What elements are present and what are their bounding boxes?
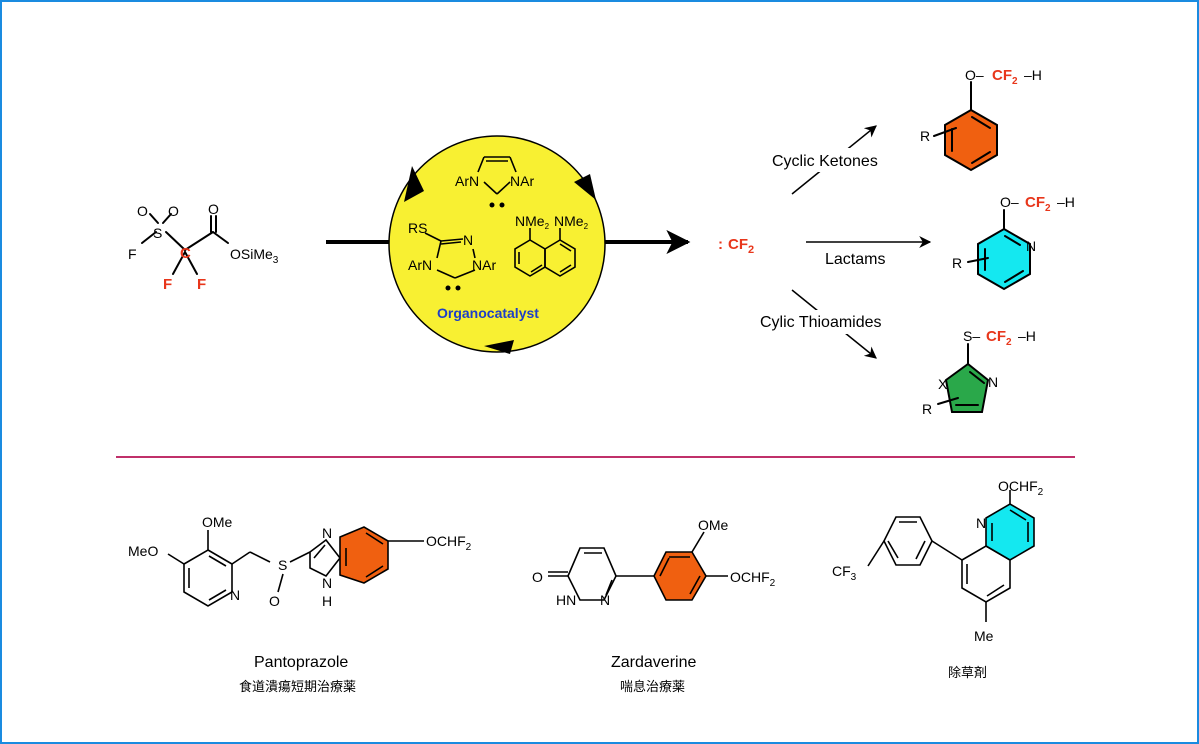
- route-label-lactams: Lactams: [825, 251, 885, 268]
- reagent-O2: O: [168, 203, 179, 219]
- svg-text:–H: –H: [1057, 194, 1075, 210]
- catalyst-label: Organocatalyst: [437, 305, 539, 321]
- reagent-F1: F: [163, 276, 172, 293]
- svg-text:Me: Me: [974, 628, 994, 644]
- imidazole-NAr: NAr: [510, 173, 534, 189]
- svg-text:R: R: [922, 401, 932, 417]
- nhc-imidazole: ArN NAr: [455, 156, 534, 208]
- reagent-OSiMe3: OSiMe3: [230, 246, 279, 266]
- reagent-O1: O: [137, 203, 148, 219]
- svg-text:N: N: [976, 515, 986, 531]
- drug-use-zardaverine: 喘息治療薬: [620, 679, 685, 695]
- svg-text:CF2: CF2: [992, 67, 1018, 87]
- product-aryl-difluoromethyl-ether: O– CF2 –H R: [920, 67, 1042, 172]
- svg-text:OMe: OMe: [202, 514, 233, 530]
- svg-text:R: R: [952, 255, 962, 271]
- difluorocarbene: : CF2: [718, 236, 754, 256]
- reagent-C: C: [180, 245, 191, 262]
- imidazole-ArN: ArN: [455, 173, 479, 189]
- cycle-arrowhead-bottom: [484, 340, 514, 354]
- carbene-CF2: CF2: [728, 236, 754, 256]
- svg-text:N: N: [988, 374, 998, 390]
- route-label-ketones: Cyclic Ketones: [772, 153, 878, 170]
- route-label-thioamides: Cylic Thioamides: [760, 314, 882, 331]
- triazole-N: N: [463, 232, 473, 248]
- cycle-arrowhead-right: [574, 174, 596, 200]
- reagent-structure: F S O O C F F O OSiMe3: [128, 201, 279, 293]
- naphthalene-diamine: NMe2 NMe2: [514, 213, 589, 277]
- svg-text:N: N: [1026, 238, 1036, 254]
- svg-text:OCHF2: OCHF2: [426, 533, 472, 553]
- svg-text:H: H: [322, 593, 332, 609]
- svg-text:N: N: [322, 575, 332, 591]
- svg-text:CF2: CF2: [986, 328, 1012, 348]
- product-azolyl-difluoromethyl-thioether: S– CF2 –H N X R: [922, 328, 1036, 417]
- svg-text:MeO: MeO: [128, 543, 158, 559]
- svg-text:–H: –H: [1024, 67, 1042, 83]
- catalyst-circle: [388, 135, 606, 353]
- svg-text:O–: O–: [1000, 194, 1019, 210]
- carbene-colon: :: [718, 236, 723, 253]
- svg-text:O: O: [532, 569, 543, 585]
- svg-text:R: R: [920, 128, 930, 144]
- catalyst-cycle: ArN NAr RS N ArN NAr: [388, 135, 606, 354]
- svg-text:X: X: [938, 376, 948, 392]
- svg-text:HN: HN: [556, 592, 576, 608]
- svg-text:CF3: CF3: [832, 563, 857, 583]
- product-pyridyl-difluoromethyl-ether: O– CF2 –H N R: [952, 194, 1075, 291]
- svg-text:S: S: [278, 557, 287, 573]
- cycle-arrowhead-left: [404, 166, 424, 202]
- drug-use-herbicide: 除草剤: [948, 665, 987, 681]
- triazole-NAr: NAr: [472, 257, 496, 273]
- svg-text:N: N: [322, 525, 332, 541]
- drug-zardaverine-structure: O HN N OMe OCHF2: [532, 517, 776, 608]
- svg-text:O: O: [269, 593, 280, 609]
- svg-text:OMe: OMe: [698, 517, 729, 533]
- reagent-F: F: [128, 246, 137, 262]
- reagent-F2: F: [197, 276, 206, 293]
- drug-pantoprazole-structure: MeO OMe N S O N N H OCHF2: [128, 514, 472, 609]
- naph-NMe2-b: NMe2: [554, 213, 589, 231]
- triazole-ArN: ArN: [408, 257, 432, 273]
- nhc-triazole: RS N ArN NAr: [408, 220, 496, 291]
- svg-text:–H: –H: [1018, 328, 1036, 344]
- drug-name-zardaverine: Zardaverine: [611, 654, 696, 671]
- reagent-carbonyl-O: O: [208, 201, 219, 217]
- svg-text:S–: S–: [963, 328, 980, 344]
- svg-text:CF2: CF2: [1025, 194, 1051, 214]
- reagent-S: S: [153, 225, 162, 241]
- drug-name-pantoprazole: Pantoprazole: [254, 654, 348, 671]
- triazole-RS: RS: [408, 220, 427, 236]
- svg-text:N: N: [230, 587, 240, 603]
- svg-text:OCHF2: OCHF2: [998, 478, 1044, 498]
- drug-herbicide-structure: OCHF2 N CF3 Me: [832, 478, 1044, 644]
- svg-text:OCHF2: OCHF2: [730, 569, 776, 589]
- svg-text:N: N: [600, 592, 610, 608]
- naph-NMe2-a: NMe2: [515, 213, 550, 231]
- drug-use-pantoprazole: 食道潰瘍短期治療薬: [239, 679, 356, 695]
- svg-text:O–: O–: [965, 67, 984, 83]
